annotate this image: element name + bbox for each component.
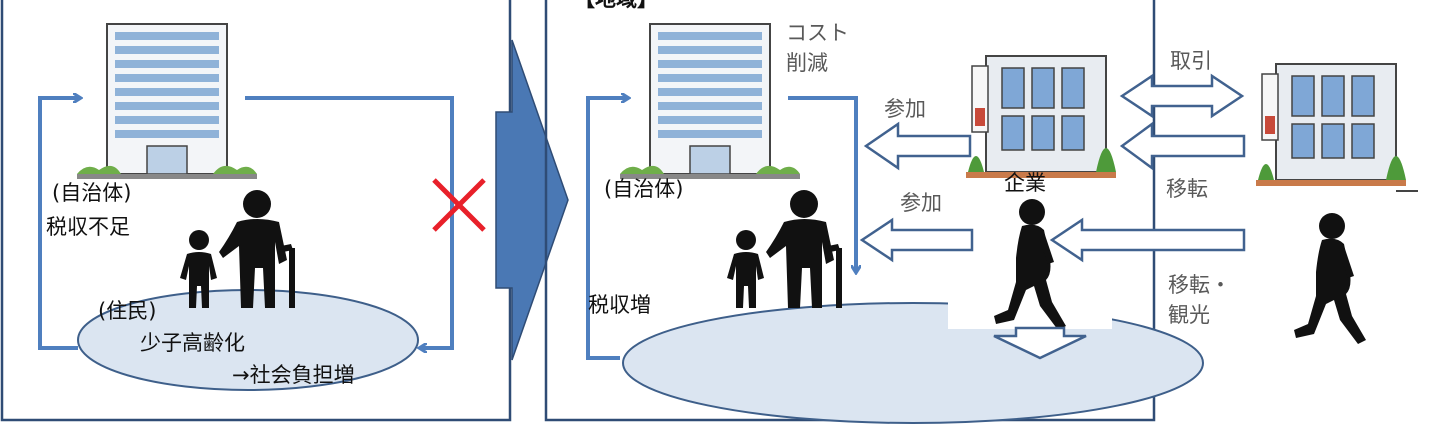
trade-label: 取引 <box>1170 49 1212 73</box>
left-residents-label: (住民) <box>98 299 157 323</box>
left-flow-arrow-up <box>38 98 80 350</box>
left-government-label: (自治体) <box>52 181 132 205</box>
cost-reduction-arrow <box>788 96 856 272</box>
aging-label: 少子高齢化 <box>140 331 245 355</box>
right-government-label: (自治体) <box>604 177 684 201</box>
burden-label: →社会負担増 <box>232 363 355 387</box>
right-flow-arrow-up <box>586 98 628 360</box>
tax-shortage-label: 税収不足 <box>46 215 130 239</box>
person-participate-arrow <box>859 217 974 263</box>
right-resident-family-icon <box>727 190 842 308</box>
company-label: 企業 <box>1004 171 1046 195</box>
left-flow-arrow-down <box>245 96 454 348</box>
company-relocate-arrow <box>1119 121 1246 171</box>
transition-arrow-icon <box>495 39 569 361</box>
right-resident-ellipse <box>622 302 1204 424</box>
external-walker-icon <box>1294 213 1366 344</box>
company-participate-label: 参加 <box>884 97 926 121</box>
person-relocate-arrow <box>1049 217 1246 263</box>
relocate-tourism-label-line2: 観光 <box>1168 303 1210 327</box>
company-participate-arrow <box>863 121 972 171</box>
region-label: 【地域】 <box>574 0 658 12</box>
external-company-building-icon <box>1255 63 1407 187</box>
cost-label-line1: コスト <box>786 21 849 45</box>
relocate-label: 移転 <box>1166 177 1208 201</box>
right-government-building-icon <box>619 23 801 180</box>
company-building-icon <box>965 55 1117 179</box>
relocate-tourism-label-line1: 移転・ <box>1168 273 1231 297</box>
left-government-building-icon <box>76 23 258 180</box>
person-participate-label: 参加 <box>900 191 942 215</box>
cost-label-line2: 削減 <box>786 51 828 75</box>
trade-double-arrow <box>1119 73 1245 119</box>
tax-increase-label: 税収増 <box>588 293 651 317</box>
blocked-cross-icon <box>432 178 486 232</box>
inflow-down-arrow-icon <box>993 326 1087 360</box>
